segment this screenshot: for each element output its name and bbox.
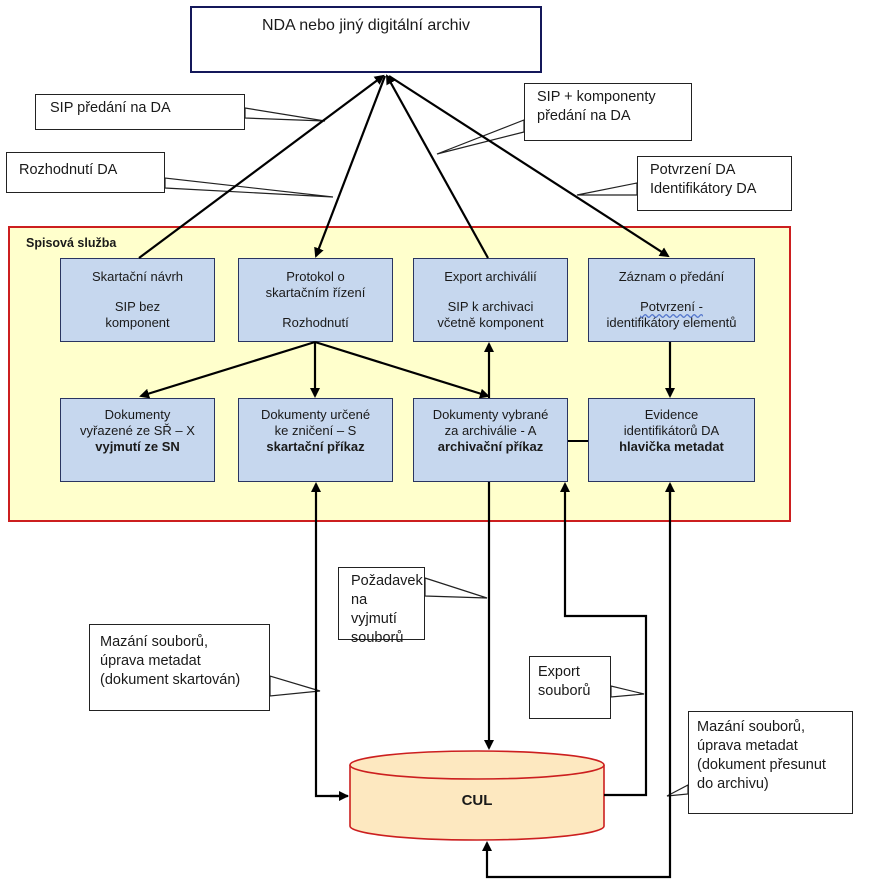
box-text: komponent	[105, 315, 170, 330]
callout-text: úprava metadat	[697, 738, 798, 754]
zaznam-o-predani-box: Záznam o předání Potvrzení - identifikát…	[588, 258, 755, 342]
box-text: Dokumenty vybrané	[432, 407, 549, 422]
dokumenty-urcene-box: Dokumenty určené ke zničení – S skartačn…	[238, 398, 393, 482]
export-archivalii-box: Export archiválií SIP k archivaci včetně…	[413, 258, 568, 342]
arrow-protokol-to-vyrazene	[139, 340, 316, 399]
callout-pointer	[269, 675, 321, 697]
callout-text: SIP předání na DA	[50, 100, 171, 116]
callout-mazani-presunut: Mazání souborů, úprava metadat (dokument…	[688, 711, 853, 814]
callout-text: Mazání souborů,	[100, 634, 209, 650]
box-text: Protokol o	[286, 269, 345, 284]
callout-sip-predani: SIP předání na DA	[35, 94, 245, 130]
callout-sip-komponenty: SIP + komponenty předání na DA	[524, 83, 692, 141]
box-text: Skartační návrh	[91, 269, 184, 284]
arrow-cul-export-to-vybrane	[560, 482, 648, 797]
box-text: identifikátory elementů	[606, 315, 737, 330]
arrow-evidence-to-cul	[482, 484, 672, 879]
box-text: Dokumenty určené	[260, 407, 371, 422]
box-text: SIP bez	[114, 299, 161, 314]
callout-pointer	[436, 119, 525, 155]
callout-text: SIP + komponenty	[537, 89, 656, 105]
cul-label: CUL	[461, 792, 493, 809]
callout-text: předání na DA	[537, 108, 631, 124]
callout-text: Rozhodnutí DA	[19, 162, 118, 178]
box-text-bold: archivační příkaz	[437, 439, 544, 454]
callout-text: do archivu)	[697, 776, 769, 792]
callout-text: na vyjmutí	[351, 592, 397, 627]
box-text: Záznam o předání	[618, 269, 725, 284]
box-text: Evidence	[644, 407, 699, 422]
box-text: Rozhodnutí	[282, 315, 349, 330]
box-text-bold: skartační příkaz	[266, 439, 365, 454]
arrow-skartacni-to-nda	[138, 74, 385, 259]
callout-text: (dokument skartován)	[100, 672, 241, 688]
callout-text: souborů	[538, 683, 591, 699]
box-text: ke zničení – S	[274, 423, 357, 438]
dokumenty-vybrane-box: Dokumenty vybrané za archiválie - A arch…	[413, 398, 568, 482]
callout-pointer	[610, 685, 645, 698]
box-text: skartačním řízení	[265, 285, 366, 300]
nda-archive-label: NDA nebo jiný digitální archiv	[261, 17, 471, 34]
callout-text: Potvrzení DA	[650, 162, 736, 178]
callout-text: Export	[538, 664, 580, 680]
arrow-cul-to-urcene	[311, 482, 348, 798]
skartacni-navrh-box: Skartační návrh SIP bez komponent	[60, 258, 215, 342]
box-text: vyřazené ze SŘ – X	[80, 423, 195, 438]
arrow-nda-to-zaznam	[388, 75, 670, 258]
protokol-box: Protokol o skartačním řízení Rozhodnutí	[238, 258, 393, 342]
box-text: Dokumenty	[104, 407, 171, 422]
arrow-nda-to-protokol	[314, 75, 387, 258]
box-text: Potvrzení -	[640, 299, 703, 314]
callout-pointer	[164, 177, 334, 198]
arrow-export-to-nda	[386, 74, 489, 259]
evidence-identifikatoru-box: Evidence identifikátorů DA hlavička meta…	[588, 398, 755, 482]
callout-text: Identifikátory DA	[650, 181, 757, 197]
callout-text: Požadavek	[351, 573, 423, 589]
dokumenty-vyrazene-box: Dokumenty vyřazené ze SŘ – X vyjmutí ze …	[60, 398, 215, 482]
callout-text: Mazání souborů,	[697, 719, 806, 735]
nda-archive-box: NDA nebo jiný digitální archiv	[190, 6, 542, 73]
callout-text: souborů	[351, 630, 404, 646]
callout-text: úprava metadat	[100, 653, 201, 669]
box-text-bold: hlavička metadat	[619, 439, 724, 454]
container-title: Spisová služba	[26, 236, 117, 250]
callout-mazani-skartovan: Mazání souborů, úprava metadat (dokument…	[89, 624, 270, 711]
box-text: za archiválie - A	[444, 423, 537, 438]
callout-export-souboru: Export souborů	[529, 656, 611, 719]
callout-pointer	[424, 577, 488, 599]
callout-rozhodnuti: Rozhodnutí DA	[6, 152, 165, 193]
callout-pointer	[576, 182, 638, 196]
box-text: identifikátorů DA	[623, 423, 720, 438]
callout-pozadavek: Požadavek na vyjmutí souborů	[338, 567, 425, 646]
box-text: včetně komponent	[437, 315, 544, 330]
callout-pointer	[244, 107, 326, 122]
box-text: Export archiválií	[444, 269, 537, 284]
box-text-bold: vyjmutí ze SN	[95, 439, 180, 454]
callout-text: (dokument přesunut	[697, 757, 826, 773]
arrow-protokol-to-vybrane	[314, 340, 490, 399]
box-text: SIP k archivaci	[447, 299, 534, 314]
callout-potvrzeni: Potvrzení DA Identifikátory DA	[637, 156, 792, 211]
cul-storage-cylinder	[349, 750, 605, 841]
